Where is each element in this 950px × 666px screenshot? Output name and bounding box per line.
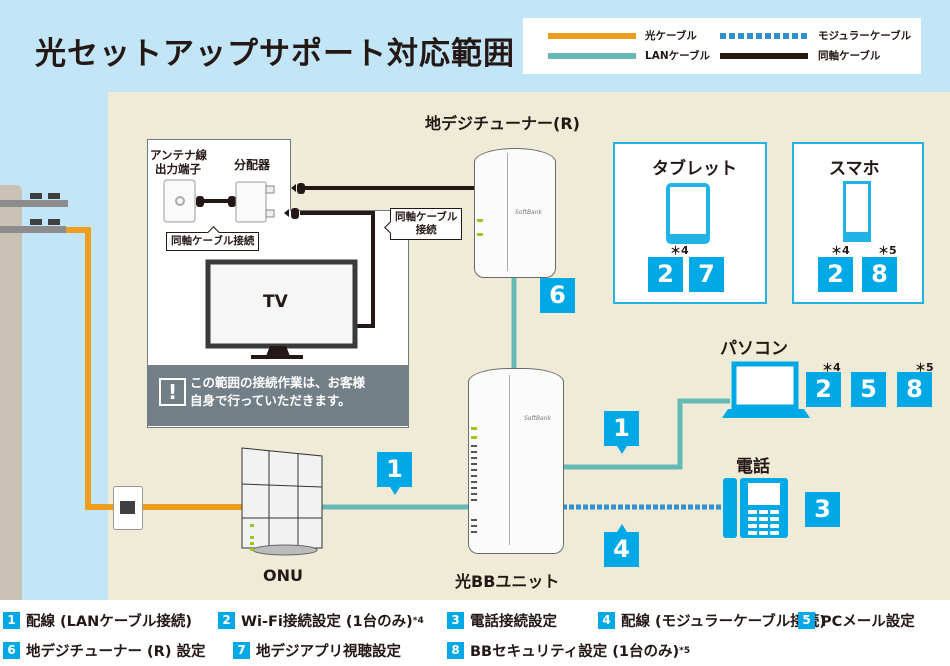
tuner-badge: 6 — [540, 278, 575, 313]
bb-unit-brand: SoftBank — [524, 415, 552, 422]
pc-note-5: ＊5 — [915, 361, 934, 374]
tablet-badge-2: 2 — [648, 257, 683, 292]
smartphone-icon — [843, 181, 871, 242]
legend-coax-line — [720, 53, 808, 59]
legend-lan-line — [548, 53, 636, 59]
pole-arm-lower — [0, 226, 66, 233]
tv-label: TV — [263, 292, 288, 312]
insulator — [48, 193, 60, 199]
utility-pole — [0, 185, 22, 600]
pc-badge-5: 5 — [851, 372, 886, 407]
legend-modular-label: モジュラーケーブル — [818, 30, 912, 42]
modular-badge: 4 — [604, 524, 639, 567]
optical-outlet — [113, 486, 143, 530]
antenna-label: アンテナ線 出力端子 — [150, 148, 208, 176]
tuner-label: 地デジチューナー(R) — [425, 114, 580, 133]
pc-badge-8: 8 — [897, 372, 932, 407]
warning-text: この範囲の接続作業は、お客様 自身で行っていただきます。 — [190, 375, 366, 408]
tablet-label: タブレット — [652, 159, 737, 179]
phone-badge: 3 — [805, 492, 840, 527]
pole-arm-upper — [0, 200, 68, 207]
insulator — [30, 219, 42, 225]
tablet-badge-7: 7 — [689, 257, 724, 292]
lan-pc-badge: 1 — [604, 411, 639, 454]
legend-modular-line — [720, 33, 808, 39]
smartphone-label: スマホ — [829, 159, 880, 179]
tuner-brand: SoftBank — [515, 209, 543, 216]
tablet-note: ＊4 — [670, 244, 689, 257]
smartphone-badge-2: 2 — [818, 257, 853, 292]
legend: 光ケーブル LANケーブル モジュラーケーブル 同軸ケーブル — [523, 18, 921, 74]
legend-lan-label: LANケーブル — [645, 50, 710, 62]
smartphone-note-5: ＊5 — [878, 244, 897, 257]
pc-badge-2: 2 — [806, 372, 841, 407]
onu-label: ONU — [263, 566, 303, 585]
bb-unit-device: SoftBank — [468, 368, 564, 554]
scope-notch — [290, 139, 409, 211]
legend-fiber-line — [548, 33, 636, 39]
smartphone-box: スマホ ＊4 ＊5 2 8 — [792, 142, 924, 304]
insulator — [30, 193, 42, 199]
lan-onu-badge: 1 — [377, 452, 412, 495]
coax-callout-left: 同軸ケーブル接続 — [166, 232, 260, 251]
pc-note-4: ＊4 — [822, 361, 841, 374]
tuner-device: SoftBank — [474, 148, 556, 278]
legend-fiber-label: 光ケーブル — [645, 30, 697, 42]
insulator — [48, 219, 60, 225]
splitter-label: 分配器 — [234, 158, 271, 172]
pc-label: パソコン — [720, 339, 788, 359]
warning-banner: ! この範囲の接続作業は、お客様 自身で行っていただきます。 — [147, 365, 409, 426]
tablet-box: タブレット ＊4 2 7 — [613, 142, 767, 304]
legend-coax-label: 同軸ケーブル — [818, 50, 881, 62]
smartphone-note-4: ＊4 — [831, 244, 850, 257]
smartphone-badge-8: 8 — [862, 257, 897, 292]
page-title: 光セットアップサポート対応範囲 — [35, 36, 515, 72]
phone-label: 電話 — [736, 457, 770, 477]
tablet-icon — [666, 183, 710, 244]
warning-icon: ! — [159, 378, 186, 406]
coax-callout-right: 同軸ケーブル 接続 — [390, 208, 463, 240]
bb-unit-label: 光BBユニット — [455, 572, 560, 591]
